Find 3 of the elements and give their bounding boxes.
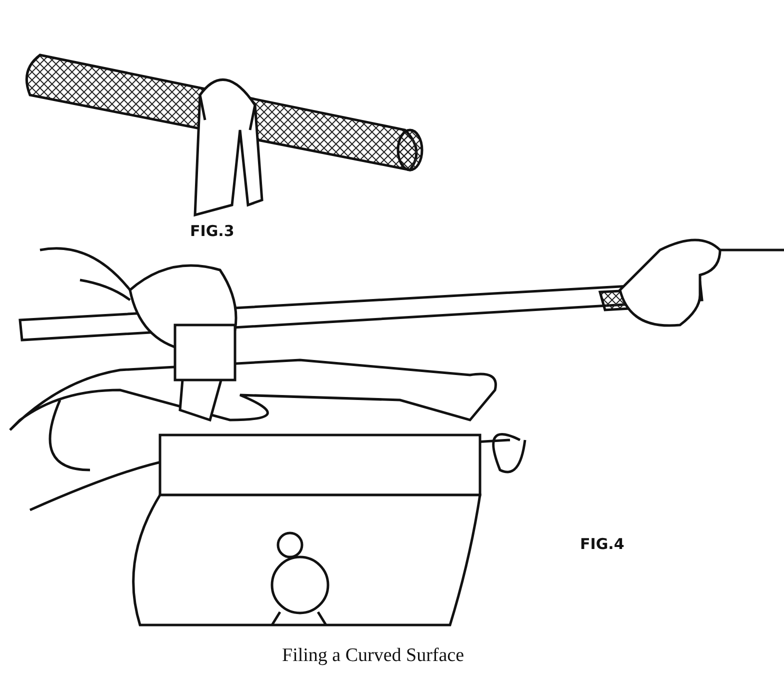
figure-caption: Filing a Curved Surface xyxy=(282,645,464,667)
figure-label: FIG.3 xyxy=(190,222,234,240)
figure-label: FIG.4 xyxy=(580,535,624,553)
